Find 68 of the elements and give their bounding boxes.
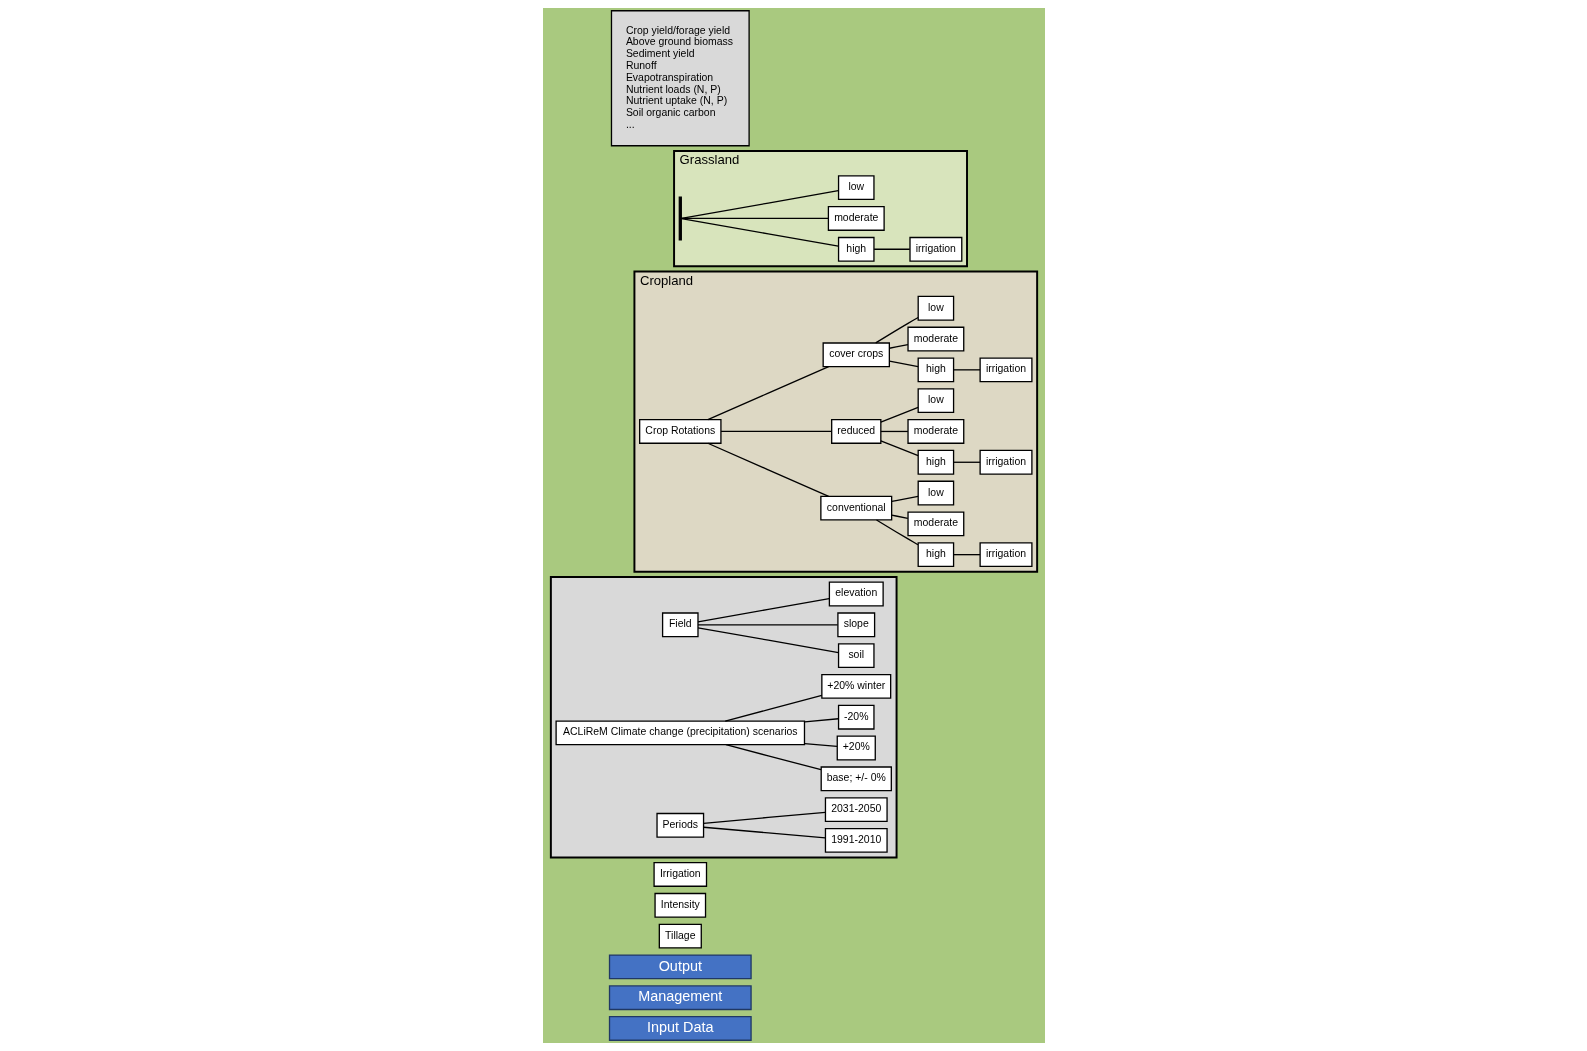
connector <box>696 598 830 623</box>
node-bar <box>678 196 682 241</box>
node-box: conventional <box>819 495 892 521</box>
connector <box>879 430 909 433</box>
connector <box>888 343 909 349</box>
connector <box>875 519 919 546</box>
connector <box>706 442 829 497</box>
connector <box>724 744 822 771</box>
connector <box>702 811 826 824</box>
connector <box>696 624 838 626</box>
node-box: Tillage <box>658 923 702 949</box>
node-box: ACLiReM Climate change (precipitation) scenarios <box>554 720 805 746</box>
node-box: Field <box>661 612 699 638</box>
node-box: high <box>837 236 875 262</box>
node-box: irrigation <box>978 449 1033 475</box>
connector <box>724 694 822 722</box>
node-box: cover crops <box>822 342 890 368</box>
node-box: 2031-2050 <box>824 797 888 823</box>
node-box: reduced <box>830 419 881 444</box>
connector <box>803 742 838 748</box>
cluster <box>549 575 898 859</box>
connector <box>874 316 919 344</box>
node-box: -20% <box>837 704 875 730</box>
node-box: Irrigation <box>652 862 707 887</box>
node-box: +20% <box>836 735 876 761</box>
connector <box>719 430 832 433</box>
connector <box>680 217 839 247</box>
node-box: high <box>917 357 954 383</box>
node-box: 1991-2010 <box>824 827 888 853</box>
connector <box>952 461 981 463</box>
node-box: low <box>917 480 954 506</box>
node-box: low <box>917 388 954 414</box>
node-box: Input Data <box>608 1016 752 1041</box>
connector <box>890 514 908 519</box>
connector <box>680 190 839 220</box>
node-box: +20% winter <box>820 673 891 699</box>
node-box: slope <box>836 612 875 638</box>
node-box: irrigation <box>908 236 962 262</box>
node-box: elevation <box>828 581 884 607</box>
node-box: moderate <box>906 326 964 352</box>
node-box: Crop Rotations <box>638 419 722 444</box>
connector <box>890 495 919 503</box>
node-box: Output <box>608 954 752 980</box>
node-box: irrigation <box>978 542 1033 568</box>
connector <box>952 369 981 371</box>
node-box: Management <box>608 985 752 1011</box>
connector <box>952 554 981 556</box>
node-box: Crop yield/forage yield Above ground biomass Sediment yield Runoff Evapotranspiration Nutrient loads (N, P) Nutrient uptake (N, P) Soil organic carbon ... <box>610 10 750 147</box>
node-box: base; +/- 0% <box>820 766 892 792</box>
node-box: moderate <box>906 419 964 444</box>
connector <box>879 406 919 423</box>
node-box: high <box>917 542 954 568</box>
node-box: Periods <box>655 812 704 838</box>
node-box: high <box>917 449 954 475</box>
node-box: moderate <box>906 511 964 537</box>
connector <box>702 826 826 839</box>
connector <box>879 440 919 457</box>
connector <box>872 248 910 250</box>
connector <box>706 365 829 421</box>
node-box: Intensity <box>653 892 706 918</box>
connector <box>888 360 919 368</box>
connector <box>803 718 839 723</box>
node-box: irrigation <box>978 357 1033 383</box>
connector <box>696 627 839 654</box>
node-box: low <box>917 295 954 321</box>
node-box: soil <box>837 643 875 669</box>
node-box: moderate <box>827 206 885 231</box>
node-box: low <box>837 175 875 201</box>
